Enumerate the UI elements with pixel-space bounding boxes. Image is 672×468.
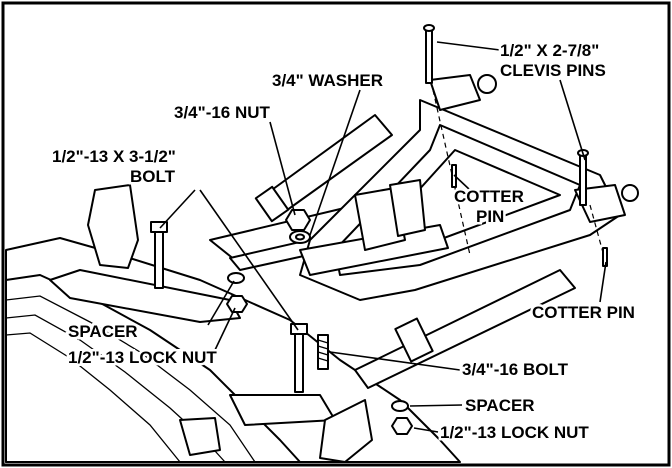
leader-lines (159, 41, 607, 433)
label-clevis-pins-line1: 1/2" X 2-7/8" (500, 41, 599, 60)
labels: 1/2" X 2-7/8" CLEVIS PINS 3/4" WASHER 3/… (50, 39, 638, 445)
label-spacer-right: SPACER (465, 396, 535, 415)
label-lock-nut-right: 1/2"-13 LOCK NUT (440, 423, 589, 442)
hydraulic-cylinder-upper (254, 114, 393, 223)
spacer-left-part (227, 272, 245, 284)
label-cotter-pin-right: COTTER PIN (532, 303, 635, 322)
washer-3-4 (289, 230, 311, 244)
label-lock-nut-left: 1/2"-13 LOCK NUT (68, 348, 217, 367)
label-bolt-1-2-line1: 1/2"-13 X 3-1/2" (52, 147, 176, 166)
nut-3-4 (285, 209, 311, 231)
hydraulic-cylinder-lower (354, 269, 576, 389)
bolt-3-4-part (317, 334, 329, 370)
spacer-right-part (391, 400, 409, 412)
lock-nut-left-part (226, 295, 248, 313)
label-washer: 3/4" WASHER (272, 71, 383, 90)
label-cotter-pin-upper-line2: PIN (476, 207, 504, 226)
base-frame (5, 184, 461, 463)
label-bolt-3-4: 3/4"-16 BOLT (462, 360, 569, 379)
lock-nut-right-part (391, 417, 413, 435)
label-nut-3-4: 3/4"-16 NUT (174, 103, 271, 122)
label-bolt-1-2-line2: BOLT (130, 167, 176, 186)
label-clevis-pins-line2: CLEVIS PINS (500, 61, 606, 80)
label-spacer-left: SPACER (68, 322, 138, 341)
label-cotter-pin-upper-line1: COTTER (454, 187, 524, 206)
